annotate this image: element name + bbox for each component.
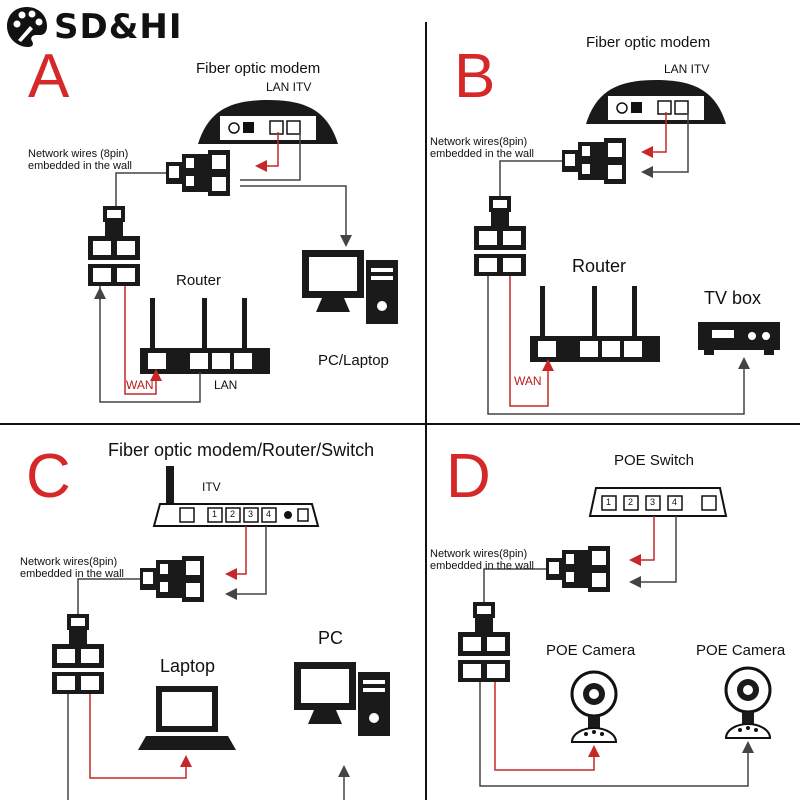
switch-device-c (152, 466, 320, 527)
wall-label-c-line1: Network wires(8pin) (20, 556, 118, 568)
switch-port-3-d: 3 (650, 497, 656, 507)
modem-ports-label-c: ITV (202, 480, 221, 494)
wall-splitter-c (52, 614, 104, 694)
laptop-label-c: Laptop (160, 656, 216, 676)
palette-icon (7, 7, 47, 47)
switch-port-2-d: 2 (628, 497, 634, 507)
splitter-c (140, 556, 204, 602)
tv-box-label-b: TV box (704, 288, 762, 308)
wan-label-a: WAN (126, 378, 154, 392)
brand-logo: SD&HI (4, 4, 182, 50)
switch-port-1-c: 1 (212, 509, 218, 519)
panel-c-letter: C (26, 442, 71, 511)
switch-port-1-d: 1 (606, 497, 612, 507)
pc-laptop-device-a (302, 250, 398, 324)
poe-camera-label-d2: POE Camera (696, 642, 786, 659)
wall-label-b-line2: embedded in the wall (430, 148, 534, 160)
poe-switch-device-d (588, 487, 728, 517)
pc-label-c: PC (318, 628, 344, 648)
switch-port-2-c: 2 (230, 509, 236, 519)
splitter-d (546, 546, 610, 592)
switch-port-4-c: 4 (266, 509, 272, 519)
splitter-a (166, 150, 230, 196)
wall-label-a-line2: embedded in the wall (28, 160, 132, 172)
poe-camera-label-d1: POE Camera (546, 642, 636, 659)
panel-b-letter: B (454, 42, 496, 111)
panel-a-letter: A (28, 42, 70, 111)
modem-label-a: Fiber optic modem (196, 60, 321, 77)
router-a (140, 298, 270, 374)
wall-splitter-d (458, 602, 510, 682)
router-b (530, 286, 660, 362)
wall-label-a-line1: Network wires (8pin) (28, 148, 129, 160)
switch-port-4-d: 4 (672, 497, 678, 507)
poe-camera-device-d1 (570, 670, 618, 743)
modem-a (197, 99, 339, 145)
lan-label-a: LAN (214, 378, 238, 392)
tv-box-device-b (698, 322, 780, 355)
wall-label-c-line2: embedded in the wall (20, 568, 124, 580)
switch-port-3-c: 3 (248, 509, 254, 519)
wall-splitter-a (88, 206, 140, 286)
poe-camera-device-d2 (724, 666, 772, 739)
pc-laptop-label-a: PC/Laptop (318, 352, 389, 369)
modem-label-b: Fiber optic modem (586, 34, 711, 51)
laptop-device-c (138, 686, 236, 750)
poe-switch-label-d: POE Switch (614, 452, 695, 469)
wan-label-b: WAN (514, 374, 542, 388)
modem-label-c: Fiber optic modem/Router/Switch (108, 440, 375, 460)
pc-device-c (294, 662, 390, 736)
wall-splitter-b (474, 196, 526, 276)
panel-d-letter: D (446, 442, 491, 511)
router-label-a: Router (176, 272, 222, 289)
modem-ports-label-b: LAN ITV (664, 62, 710, 76)
brand-name: SD&HI (54, 7, 183, 47)
router-label-b: Router (572, 256, 627, 276)
wall-label-b-line1: Network wires(8pin) (430, 136, 528, 148)
wall-label-d-line1: Network wires(8pin) (430, 548, 528, 560)
modem-b (585, 79, 727, 125)
modem-ports-label-a: LAN ITV (266, 80, 312, 94)
splitter-b (562, 138, 626, 184)
wall-label-d-line2: embedded in the wall (430, 560, 534, 572)
